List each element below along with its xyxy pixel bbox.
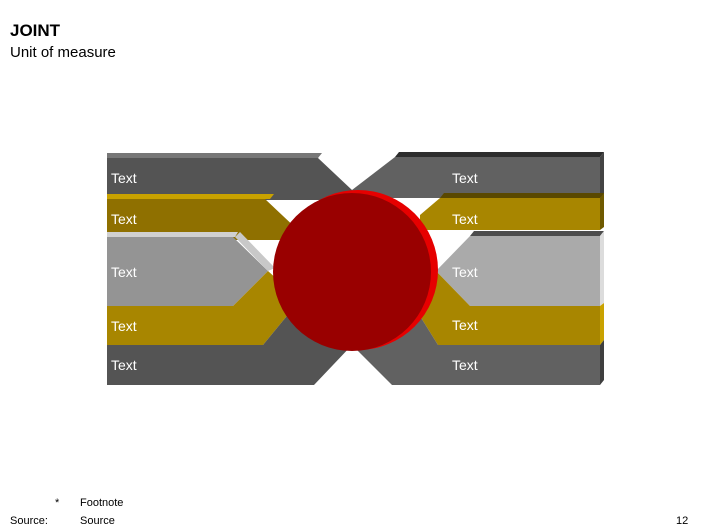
source-text: Source bbox=[80, 515, 115, 527]
right-band-2-top bbox=[440, 193, 604, 198]
page-number: 12 bbox=[676, 515, 688, 527]
right-band-3-side bbox=[600, 231, 604, 306]
left-band-3-top bbox=[107, 232, 238, 237]
left-band-1-top bbox=[107, 153, 322, 158]
right-label-2: Text bbox=[452, 211, 478, 227]
left-label-4: Text bbox=[111, 318, 137, 334]
left-label-2: Text bbox=[111, 211, 137, 227]
left-label-5: Text bbox=[111, 357, 137, 373]
right-label-1: Text bbox=[452, 170, 478, 186]
left-band-1 bbox=[107, 158, 352, 200]
right-band-2 bbox=[420, 198, 600, 230]
right-band-1-side bbox=[600, 152, 604, 198]
left-label-3: Text bbox=[111, 264, 137, 280]
right-label-3: Text bbox=[452, 264, 478, 280]
right-band-2-side bbox=[600, 193, 604, 230]
source-label: Source: bbox=[10, 515, 48, 527]
right-label-4: Text bbox=[452, 317, 478, 333]
right-band-1-top bbox=[395, 152, 604, 157]
right-band-3-top bbox=[470, 231, 604, 236]
left-label-1: Text bbox=[111, 170, 137, 186]
footnote-text: Footnote bbox=[80, 497, 123, 509]
right-band-5-side bbox=[600, 340, 604, 385]
joint-sphere bbox=[273, 193, 431, 351]
right-label-5: Text bbox=[452, 357, 478, 373]
right-band-4-side bbox=[600, 303, 604, 345]
left-band-2-top bbox=[107, 194, 274, 199]
footnote-marker: * bbox=[55, 497, 59, 509]
